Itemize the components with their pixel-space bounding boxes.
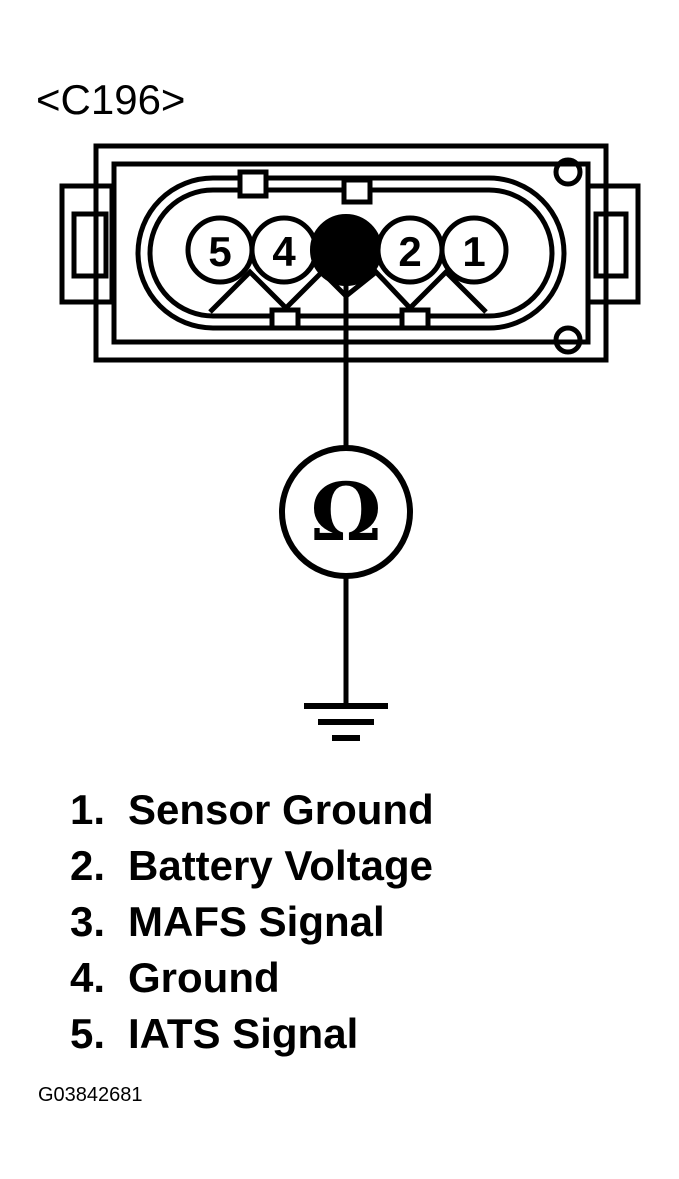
pin-4: 4 <box>249 215 319 285</box>
svg-text:5: 5 <box>208 228 231 275</box>
ground-icon <box>304 703 388 741</box>
svg-text:4: 4 <box>272 228 296 275</box>
legend-item: 3.MAFS Signal <box>70 898 385 945</box>
pin-3-probed <box>310 214 382 286</box>
pin-5: 5 <box>185 215 255 285</box>
svg-text:Ω: Ω <box>310 465 381 559</box>
legend-item: 4.Ground <box>70 954 280 1001</box>
pin-legend: 1.Sensor Ground 2.Battery Voltage 3.MAFS… <box>70 782 434 1062</box>
pin-2: 2 <box>375 215 445 285</box>
legend-item: 1.Sensor Ground <box>70 786 434 833</box>
pin-1: 1 <box>439 215 509 285</box>
svg-text:2: 2 <box>398 228 421 275</box>
ohmmeter-icon: Ω <box>279 445 413 579</box>
svg-text:1: 1 <box>462 228 485 275</box>
figure-id: G03842681 <box>38 1084 143 1106</box>
connector-housing <box>59 143 641 363</box>
legend-item: 5.IATS Signal <box>70 1010 359 1057</box>
connector-diagram: 5 4 2 1 Ω <box>59 143 641 741</box>
connector-label: <C196> <box>36 76 186 123</box>
legend-item: 2.Battery Voltage <box>70 842 433 889</box>
